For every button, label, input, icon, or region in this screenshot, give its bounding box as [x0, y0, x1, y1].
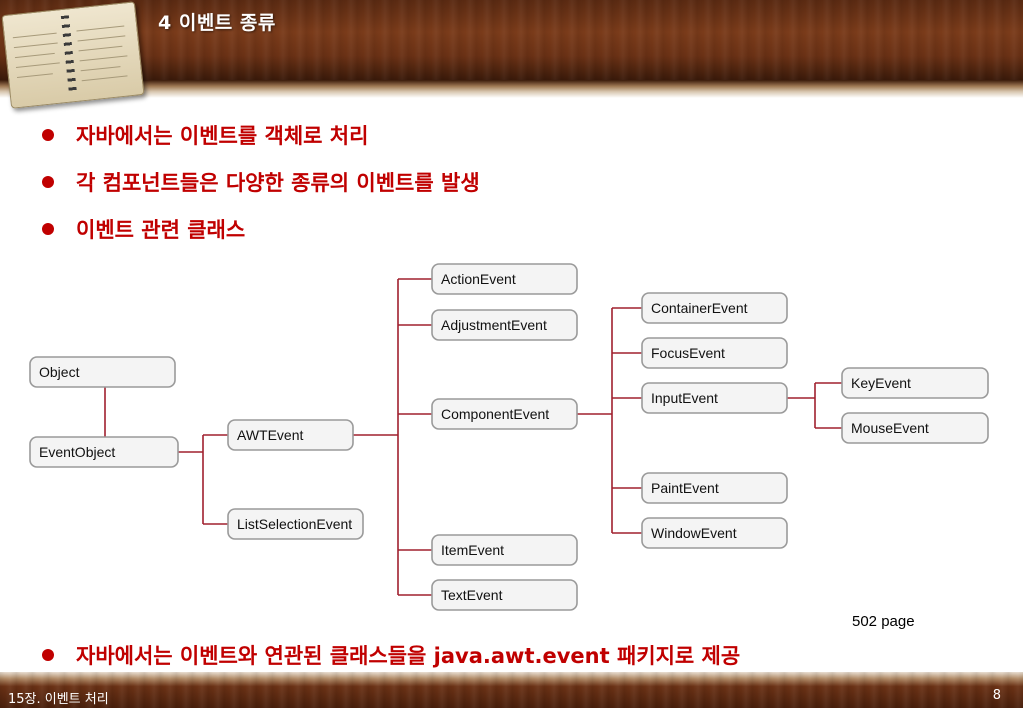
class-node-label: EventObject	[39, 444, 115, 460]
header-divider	[0, 80, 1023, 98]
class-node-box	[227, 419, 354, 451]
class-node-label: FocusEvent	[651, 345, 725, 361]
class-node-paintevent: PaintEvent	[641, 472, 788, 504]
class-node-label: Object	[39, 364, 80, 380]
class-node-label: InputEvent	[651, 390, 718, 406]
class-node-componentevent: ComponentEvent	[431, 398, 578, 430]
class-node-box	[641, 292, 788, 324]
bullet-dot-icon	[42, 649, 54, 661]
class-node-containerevent: ContainerEvent	[641, 292, 788, 324]
class-node-inputevent: InputEvent	[641, 382, 788, 414]
class-node-label: ContainerEvent	[651, 300, 748, 316]
class-node-focusevent: FocusEvent	[641, 337, 788, 369]
class-node-box	[29, 436, 179, 468]
bullet-dot-icon	[42, 176, 54, 188]
class-node-actionevent: ActionEvent	[431, 263, 578, 295]
class-node-windowevent: WindowEvent	[641, 517, 788, 549]
bullet-dot-icon	[42, 129, 54, 141]
class-node-listselectionevent: ListSelectionEvent	[227, 508, 364, 540]
class-node-box	[431, 579, 578, 611]
class-node-box	[641, 337, 788, 369]
class-node-object: Object	[29, 356, 176, 388]
bullet-item: 이벤트 관련 클래스	[42, 214, 245, 244]
class-node-label: MouseEvent	[851, 420, 929, 436]
class-node-label: PaintEvent	[651, 480, 719, 496]
header-band	[0, 0, 1023, 80]
class-node-box	[841, 412, 989, 444]
class-node-label: AWTEvent	[237, 427, 303, 443]
class-node-label: ComponentEvent	[441, 406, 549, 422]
footer-chapter: 15장. 이벤트 처리	[8, 692, 109, 707]
bullet-text: 자바에서는 이벤트와 연관된 클래스들을 java.awt.event 패키지로…	[76, 644, 741, 668]
class-node-adjustmentevent: AdjustmentEvent	[431, 309, 578, 341]
footer-page-number: 8	[992, 688, 1001, 703]
footer-band	[0, 672, 1023, 708]
class-node-box	[641, 382, 788, 414]
class-node-box	[29, 356, 176, 388]
class-node-label: KeyEvent	[851, 375, 911, 391]
class-node-itemevent: ItemEvent	[431, 534, 578, 566]
page-reference: 502 page	[852, 613, 915, 630]
class-node-box	[641, 517, 788, 549]
class-node-mouseevent: MouseEvent	[841, 412, 989, 444]
class-node-label: ActionEvent	[441, 271, 516, 287]
class-node-textevent: TextEvent	[431, 579, 578, 611]
class-node-box	[431, 398, 578, 430]
class-node-label: ItemEvent	[441, 542, 504, 558]
bullet-text: 각 컴포넌트들은 다양한 종류의 이벤트를 발생	[76, 171, 480, 195]
class-node-awtevent: AWTEvent	[227, 419, 354, 451]
class-node-box	[641, 472, 788, 504]
bullet-item: 각 컴포넌트들은 다양한 종류의 이벤트를 발생	[42, 167, 480, 197]
class-node-box	[227, 508, 364, 540]
bullet-dot-icon	[42, 223, 54, 235]
class-node-keyevent: KeyEvent	[841, 367, 989, 399]
class-node-label: TextEvent	[441, 587, 503, 603]
class-node-box	[431, 534, 578, 566]
bullet-item: 자바에서는 이벤트와 연관된 클래스들을 java.awt.event 패키지로…	[42, 640, 740, 670]
class-node-label: ListSelectionEvent	[237, 516, 352, 532]
bullet-text: 자바에서는 이벤트를 객체로 처리	[76, 124, 369, 148]
class-node-box	[431, 263, 578, 295]
class-node-box	[841, 367, 989, 399]
bullet-text: 이벤트 관련 클래스	[76, 218, 246, 242]
class-node-box	[431, 309, 578, 341]
class-node-label: WindowEvent	[651, 525, 737, 541]
class-node-label: AdjustmentEvent	[441, 317, 547, 333]
slide-title: 4 이벤트 종류	[158, 12, 276, 34]
bullet-item: 자바에서는 이벤트를 객체로 처리	[42, 120, 368, 150]
class-node-eventobject: EventObject	[29, 436, 179, 468]
